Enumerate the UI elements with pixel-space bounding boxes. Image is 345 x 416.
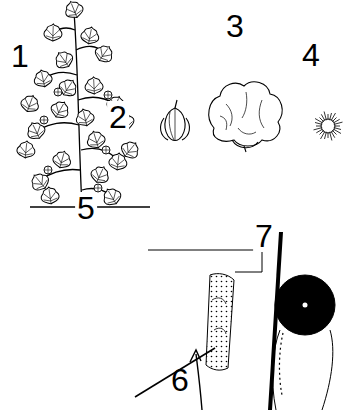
- plant-leaf: [92, 41, 116, 65]
- illustration-part: [209, 82, 282, 146]
- cotton-fibre: [314, 112, 343, 141]
- plant-flower: [54, 88, 62, 96]
- plant-flower: [104, 91, 112, 99]
- plant-leaf: [100, 185, 124, 209]
- machine-frame: [148, 250, 262, 251]
- plant-flower: [40, 116, 48, 124]
- closed-boll: [161, 100, 190, 141]
- illustration-part: [220, 92, 264, 134]
- plant-leaf: [19, 92, 42, 114]
- moving-rod: [135, 348, 215, 397]
- callout-number: 7: [253, 220, 275, 252]
- plant-leaf: [16, 140, 36, 159]
- plant-stem: [74, 12, 82, 207]
- illustration-part: [279, 333, 283, 395]
- plant-leaf: [62, 0, 85, 21]
- callout-number: 4: [300, 39, 322, 71]
- illustration-part: [232, 140, 258, 152]
- illustration-part: [169, 108, 175, 140]
- plant-leaves: [16, 0, 142, 208]
- plant-flower: [44, 166, 52, 174]
- plant-flower: [102, 146, 110, 154]
- plant-leaf: [80, 25, 101, 45]
- plant-leaf: [85, 77, 104, 95]
- illustration-part: [212, 298, 226, 334]
- plant-leaf: [51, 149, 73, 170]
- plant-leaf: [32, 68, 53, 88]
- plant-leaf: [74, 107, 95, 128]
- plant-leaf: [51, 47, 76, 71]
- roller-axle: [303, 303, 308, 308]
- plant-leaf: [44, 24, 63, 42]
- callout-number: 6: [169, 364, 191, 396]
- motion-arrowhead: [190, 350, 201, 362]
- open-boll: [209, 82, 282, 152]
- machine-frame: [235, 250, 262, 272]
- roller: [275, 275, 335, 335]
- illustration-part: [165, 108, 185, 141]
- illustration-part: [161, 118, 190, 140]
- illustration-part: [175, 100, 177, 108]
- plant-leaf: [88, 163, 111, 186]
- motion-arrow: [196, 354, 202, 410]
- gin-machine: [135, 232, 335, 410]
- plant-leaf: [118, 137, 143, 162]
- callout-number: 2: [107, 101, 129, 133]
- callout-number: 1: [9, 40, 31, 72]
- callout-number: 3: [224, 10, 246, 42]
- plant-leaf: [48, 98, 72, 122]
- cotton-feed: [206, 274, 234, 371]
- plant-leaf: [40, 186, 60, 205]
- fibre-strands: [314, 112, 343, 141]
- plant-branches: [38, 28, 118, 196]
- roller-fibre: [273, 330, 333, 410]
- callout-number: 5: [75, 192, 97, 224]
- plant-flower: [94, 184, 102, 192]
